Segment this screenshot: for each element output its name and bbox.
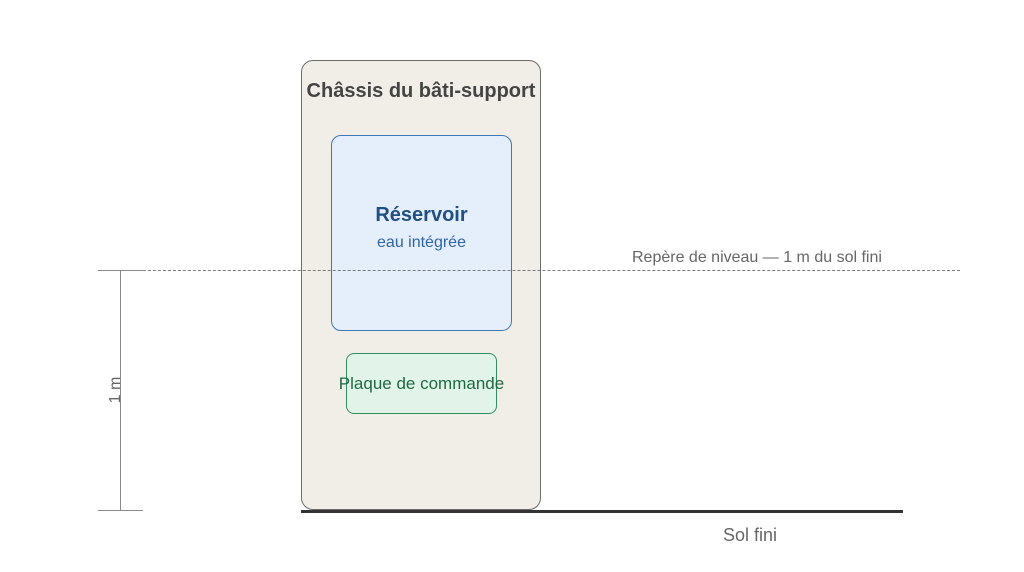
control-plate-label: Plaque de commande	[338, 374, 505, 393]
height-dimension-label: 1 m	[107, 376, 124, 404]
level-reference-label: Repère de niveau — 1 m du sol fini	[632, 249, 882, 266]
height-dimension-top-tick	[100, 270, 144, 271]
control-plate-box: Plaque de commande	[339, 353, 504, 414]
height-dimension-line	[120, 270, 121, 511]
reservoir-box: Réservoir eau intégrée	[331, 135, 512, 331]
reservoir-title: Réservoir	[375, 204, 468, 226]
reservoir-subtitle: eau intégrée	[377, 234, 466, 251]
level-reference-line	[98, 270, 960, 271]
finished-floor-line	[301, 510, 903, 513]
finished-floor-label: Sol fini	[723, 525, 778, 545]
support-frame-title: Châssis du bâti-support	[306, 80, 536, 102]
height-dimension-bottom-tick	[98, 510, 143, 511]
